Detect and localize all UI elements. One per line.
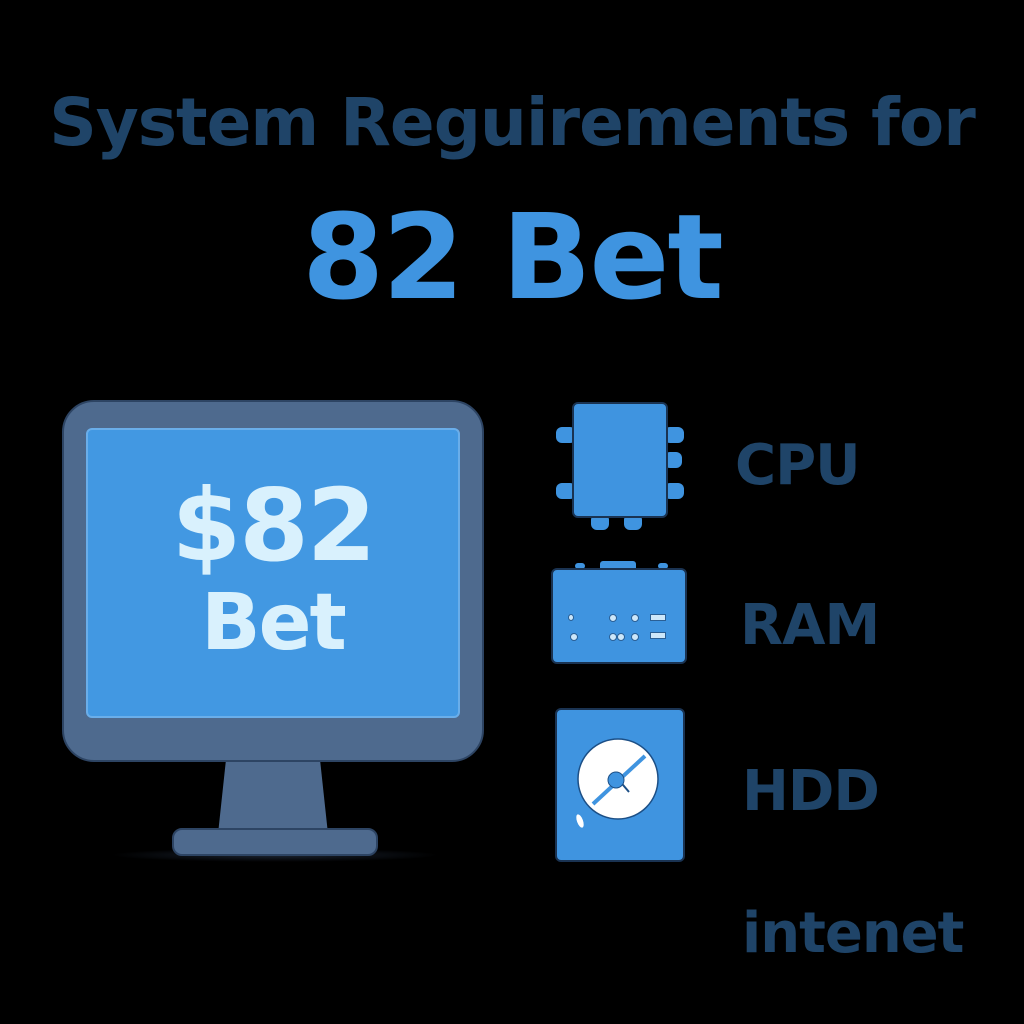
- page-title-brand: 82 Bet: [302, 188, 724, 326]
- requirement-label-hdd: HDD: [742, 759, 880, 824]
- monitor-frame: $82 Bet: [62, 400, 484, 762]
- requirement-label-cpu: CPU: [735, 433, 861, 498]
- page-title-line1: System Reguirements for: [49, 84, 976, 161]
- monitor-screen: $82 Bet: [86, 428, 460, 718]
- monitor-neck: [218, 752, 328, 834]
- requirement-label-internet: intenet: [742, 901, 964, 966]
- screen-logo-brand: Bet: [201, 578, 347, 668]
- requirement-label-ram: RAM: [740, 593, 880, 658]
- monitor-base: [172, 828, 378, 856]
- screen-logo-number: $82: [171, 467, 377, 584]
